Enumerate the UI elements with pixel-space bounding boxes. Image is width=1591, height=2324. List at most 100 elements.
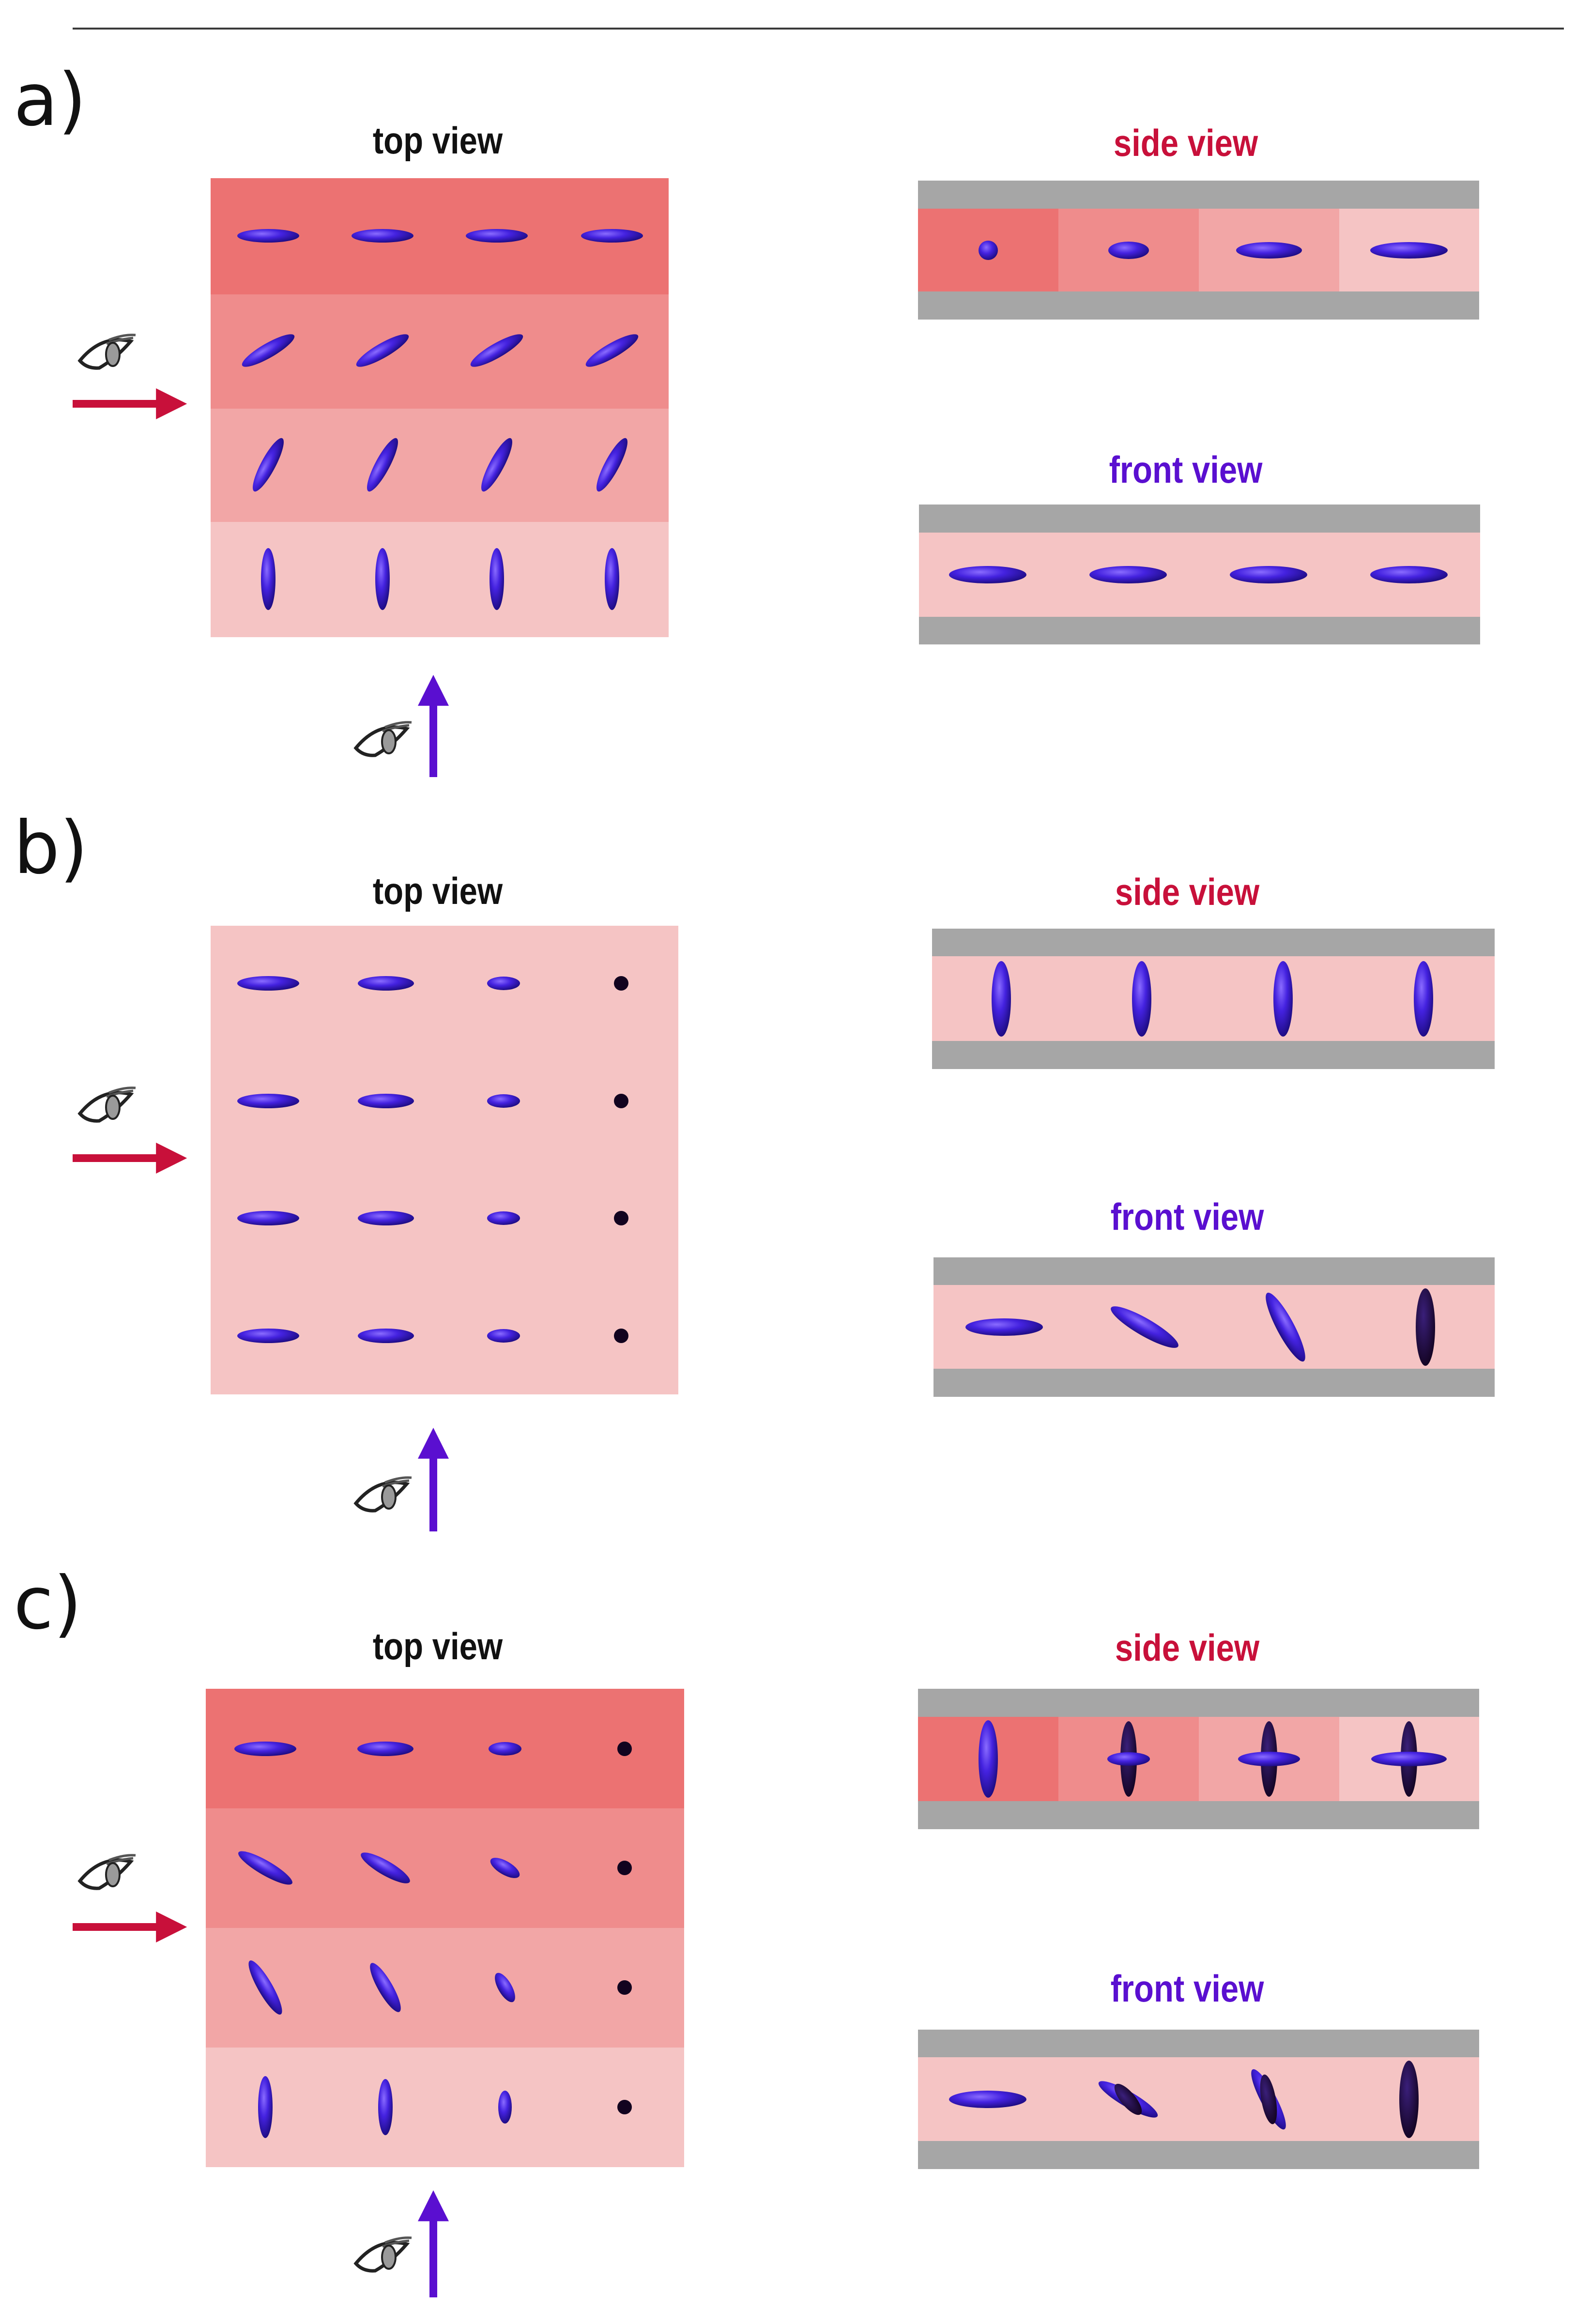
ellipsoid-molecule-icon bbox=[1089, 566, 1167, 583]
ellipsoid-molecule-icon bbox=[1273, 961, 1293, 1037]
ellipsoid-molecule-icon bbox=[375, 548, 390, 610]
eye-icon bbox=[353, 2236, 412, 2273]
ellipsoid-molecule-icon bbox=[242, 334, 295, 367]
ellipsoid-molecule-icon bbox=[234, 1742, 296, 1756]
eye-icon bbox=[77, 1086, 136, 1123]
ellipsoid-molecule-icon bbox=[979, 241, 998, 260]
ellipsoid-molecule-icon bbox=[614, 1329, 628, 1343]
ellipsoid-molecule-icon bbox=[358, 1329, 414, 1343]
ellipsoid-molecule-icon bbox=[370, 1963, 401, 2012]
band bbox=[211, 294, 669, 409]
ellipsoid-molecule-icon bbox=[614, 1094, 628, 1108]
ellipsoid-molecule-icon bbox=[1260, 2074, 1277, 2125]
ellipsoid-molecule-icon bbox=[237, 1094, 299, 1108]
panel-c-side-view bbox=[918, 1689, 1479, 1829]
panel-label-b: b) bbox=[14, 806, 88, 890]
ellipsoid-molecule-icon bbox=[258, 2076, 273, 2138]
ellipsoid-molecule-icon bbox=[489, 1742, 521, 1756]
ellipsoid-molecule-icon bbox=[237, 1329, 299, 1343]
ellipsoid-molecule-icon bbox=[605, 548, 619, 610]
ellipsoid-molecule-icon bbox=[1114, 2083, 1142, 2115]
panel-a-side-view-title: side view bbox=[1113, 122, 1258, 164]
substrate bbox=[933, 1369, 1495, 1397]
ellipsoid-molecule-icon bbox=[358, 1211, 414, 1225]
substrate bbox=[918, 2030, 1479, 2057]
ellipsoid-molecule-icon bbox=[253, 438, 284, 492]
panel-c-front-view bbox=[918, 2030, 1479, 2169]
panel-b-top-view-title: top view bbox=[372, 870, 503, 912]
panel-a-side-view bbox=[918, 181, 1479, 320]
eye-icon bbox=[77, 334, 136, 370]
substrate bbox=[932, 1041, 1495, 1069]
substrate bbox=[919, 617, 1480, 644]
ellipsoid-molecule-icon bbox=[487, 977, 520, 990]
ellipsoid-molecule-icon bbox=[1111, 1306, 1178, 1348]
substrate bbox=[933, 1257, 1495, 1285]
substrate bbox=[918, 2141, 1479, 2169]
ellipsoid-molecule-icon bbox=[614, 976, 628, 991]
ellipsoid-molecule-icon bbox=[248, 1960, 282, 2015]
ellipsoid-molecule-icon bbox=[237, 976, 299, 991]
substrate bbox=[918, 291, 1479, 320]
eye-icon bbox=[353, 721, 412, 757]
ellipsoid-molecule-icon bbox=[495, 1972, 515, 2003]
ellipsoid-molecule-icon bbox=[367, 438, 398, 492]
panel-a-top-view-title: top view bbox=[372, 119, 503, 162]
ellipsoid-molecule-icon bbox=[487, 1329, 520, 1343]
ellipsoid-molecule-icon bbox=[617, 2100, 632, 2114]
ellipsoid-molecule-icon bbox=[356, 334, 409, 367]
panel-label-c: c) bbox=[14, 1561, 82, 1646]
ellipsoid-molecule-icon bbox=[617, 1742, 632, 1756]
substrate bbox=[918, 181, 1479, 209]
ellipsoid-molecule-icon bbox=[487, 1094, 520, 1108]
ellipsoid-molecule-icon bbox=[617, 1861, 632, 1875]
ellipsoid-molecule-icon bbox=[481, 438, 512, 492]
ellipsoid-molecule-icon bbox=[581, 229, 643, 243]
ellipsoid-molecule-icon bbox=[979, 1720, 998, 1798]
ellipsoid-molecule-icon bbox=[352, 229, 413, 243]
ellipsoid-molecule-icon bbox=[1370, 566, 1448, 583]
panel-b-front-view-title: front view bbox=[1110, 1195, 1264, 1238]
ellipsoid-molecule-icon bbox=[1132, 961, 1151, 1037]
ellipsoid-molecule-icon bbox=[1238, 1752, 1300, 1766]
band bbox=[206, 2048, 684, 2167]
ellipsoid-molecule-icon bbox=[949, 2091, 1026, 2108]
top-rule bbox=[73, 28, 1564, 30]
ellipsoid-molecule-icon bbox=[614, 1211, 628, 1225]
ellipsoid-molecule-icon bbox=[490, 1858, 520, 1878]
panel-a-top-view bbox=[211, 178, 669, 637]
ellipsoid-molecule-icon bbox=[1236, 242, 1302, 259]
band bbox=[211, 409, 669, 522]
panel-b bbox=[73, 926, 1495, 1531]
band bbox=[932, 956, 1495, 1041]
ellipsoid-molecule-icon bbox=[1371, 1752, 1447, 1766]
panel-b-front-view bbox=[933, 1257, 1495, 1397]
ellipsoid-molecule-icon bbox=[1370, 242, 1448, 259]
ellipsoid-molecule-icon bbox=[1399, 2061, 1419, 2138]
panel-c-top-view bbox=[206, 1689, 684, 2167]
panel-c bbox=[73, 1689, 1479, 2297]
ellipsoid-molecule-icon bbox=[597, 438, 627, 492]
ellipsoid-molecule-icon bbox=[261, 548, 275, 610]
ellipsoid-molecule-icon bbox=[490, 548, 504, 610]
substrate bbox=[918, 1689, 1479, 1717]
ellipsoid-molecule-icon bbox=[1107, 1752, 1150, 1766]
ellipsoid-molecule-icon bbox=[237, 229, 299, 243]
panel-b-side-view bbox=[932, 929, 1495, 1069]
ellipsoid-molecule-icon bbox=[1266, 1292, 1305, 1362]
panel-a-front-view-title: front view bbox=[1109, 448, 1263, 491]
substrate bbox=[932, 929, 1495, 956]
ellipsoid-molecule-icon bbox=[358, 976, 414, 991]
ellipsoid-molecule-icon bbox=[1416, 1288, 1435, 1366]
panel-c-front-view-title: front view bbox=[1110, 1967, 1264, 2010]
ellipsoid-molecule-icon bbox=[617, 1980, 632, 1995]
band bbox=[211, 522, 669, 637]
ellipsoid-molecule-icon bbox=[1414, 961, 1433, 1037]
substrate bbox=[919, 505, 1480, 533]
ellipsoid-molecule-icon bbox=[498, 2091, 512, 2124]
ellipsoid-molecule-icon bbox=[487, 1211, 520, 1225]
eye-icon bbox=[77, 1854, 136, 1890]
ellipsoid-molecule-icon bbox=[470, 334, 523, 367]
ellipsoid-molecule-icon bbox=[378, 2079, 393, 2135]
panel-c-top-view-title: top view bbox=[372, 1625, 503, 1667]
